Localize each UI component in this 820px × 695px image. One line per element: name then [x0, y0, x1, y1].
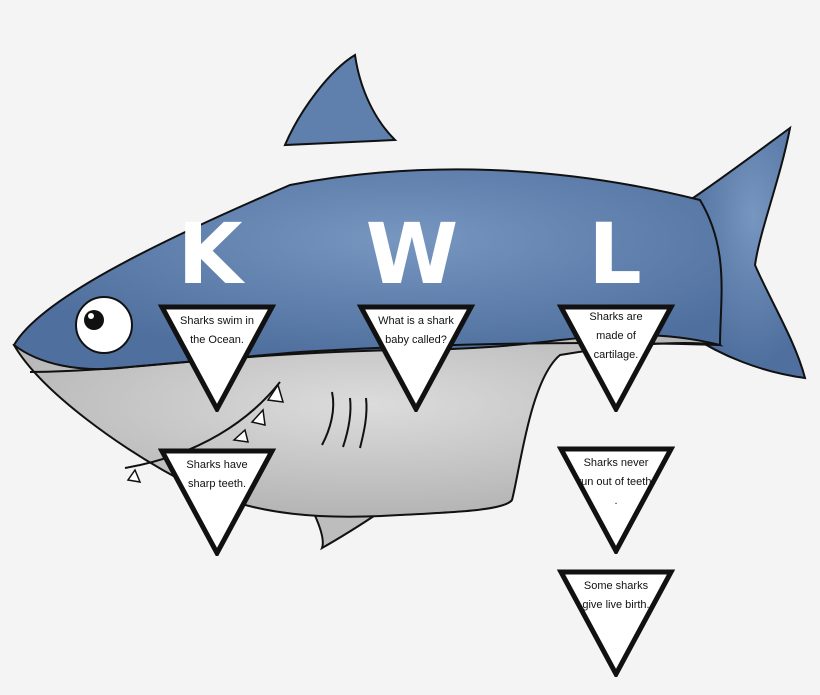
know-card-1: Sharks swim in the Ocean. [158, 304, 276, 412]
know-card-2: Sharks have sharp teeth. [158, 448, 276, 556]
dorsal-fin [283, 53, 398, 147]
gill-lines [321, 391, 368, 449]
letter-l: L [588, 205, 642, 303]
card-text: Some sharks give live birth. [582, 580, 650, 611]
teeth [126, 383, 285, 483]
card-text: What is a shark baby called? [378, 315, 454, 346]
card-text: Sharks swim in the Ocean. [180, 315, 254, 346]
letter-w: W [365, 205, 459, 303]
eye-highlight [88, 313, 94, 319]
card-text: Sharks are made of cartilage. [589, 311, 643, 361]
card-text: Sharks have sharp teeth. [186, 459, 248, 490]
pupil [84, 310, 104, 330]
want-card-1: What is a shark baby called? [357, 304, 475, 412]
learned-card-3: Some sharks give live birth. [557, 569, 675, 677]
mouth [124, 381, 281, 469]
learned-card-2: Sharks never run out of teeth. . [557, 446, 675, 554]
eye [75, 296, 133, 354]
card-text: Sharks never run out of teeth. . [577, 457, 655, 507]
learned-card-1: Sharks are made of cartilage. [557, 304, 675, 412]
letter-k: K [177, 205, 243, 303]
